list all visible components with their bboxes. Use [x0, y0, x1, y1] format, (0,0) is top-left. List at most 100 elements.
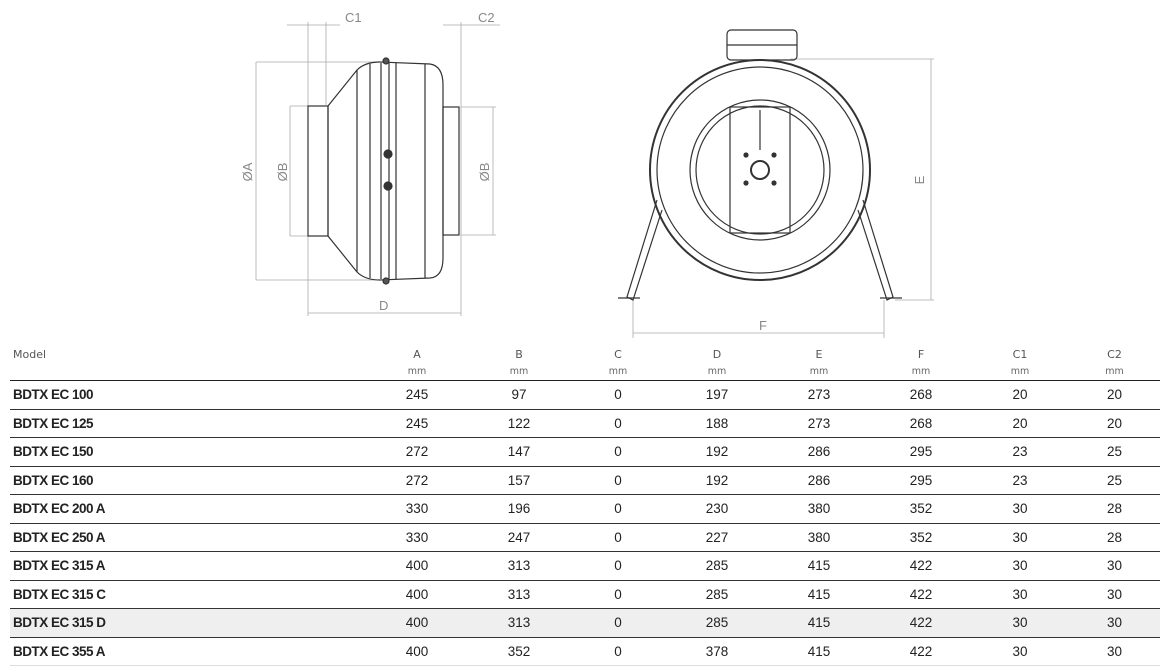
column-header-model: Model	[13, 348, 47, 361]
dim-label-f: F	[759, 318, 767, 333]
cell-b: 313	[469, 608, 569, 638]
cell-e: 286	[767, 437, 871, 467]
cell-c1: 20	[971, 409, 1069, 438]
cell-c: 0	[569, 494, 667, 524]
cell-f: 352	[871, 494, 971, 524]
cell-b: 147	[469, 437, 569, 467]
cell-c: 0	[569, 637, 667, 666]
unit-label	[10, 362, 365, 381]
side-view-drawing	[255, 22, 500, 316]
cell-c2: 25	[1069, 466, 1160, 495]
cell-b: 313	[469, 551, 569, 581]
cell-c1: 30	[971, 551, 1069, 581]
cell-a: 330	[365, 494, 469, 524]
cell-e: 380	[767, 494, 871, 524]
cell-c1: 23	[971, 437, 1069, 467]
cell-f: 295	[871, 437, 971, 467]
cell-c2: 20	[1069, 409, 1160, 438]
model-name: BDTX EC 315 C	[10, 580, 365, 609]
cell-d: 378	[667, 637, 767, 666]
cell-f: 422	[871, 551, 971, 581]
cell-c1: 30	[971, 608, 1069, 638]
cell-a: 245	[365, 380, 469, 410]
cell-a: 330	[365, 523, 469, 552]
cell-f: 422	[871, 608, 971, 638]
unit-label: mm	[871, 362, 971, 381]
unit-label: mm	[469, 362, 569, 381]
cell-c2: 30	[1069, 551, 1160, 581]
cell-d: 192	[667, 466, 767, 495]
cell-c: 0	[569, 409, 667, 438]
cell-c1: 30	[971, 494, 1069, 524]
cell-d: 197	[667, 380, 767, 410]
cell-c: 0	[569, 608, 667, 638]
cell-f: 352	[871, 523, 971, 552]
cell-f: 268	[871, 409, 971, 438]
cell-c1: 30	[971, 637, 1069, 666]
cell-d: 227	[667, 523, 767, 552]
column-header-f: F	[917, 348, 925, 361]
dim-label-e: E	[912, 175, 927, 184]
model-name: BDTX EC 250 A	[10, 523, 365, 552]
cell-f: 295	[871, 466, 971, 495]
cell-b: 157	[469, 466, 569, 495]
cell-b: 97	[469, 380, 569, 410]
model-name: BDTX EC 355 A	[10, 637, 365, 666]
column-header-c2: C2	[1107, 348, 1122, 361]
model-name: BDTX EC 200 A	[10, 494, 365, 524]
column-header-a: A	[413, 348, 421, 361]
column-header-c1: C1	[1012, 348, 1028, 361]
cell-e: 286	[767, 466, 871, 495]
cell-e: 273	[767, 380, 871, 410]
cell-d: 285	[667, 608, 767, 638]
cell-b: 313	[469, 580, 569, 609]
cell-c: 0	[569, 523, 667, 552]
model-name: BDTX EC 315 A	[10, 551, 365, 581]
cell-f: 422	[871, 580, 971, 609]
unit-label: mm	[667, 362, 767, 381]
cell-e: 415	[767, 608, 871, 638]
unit-label: mm	[1069, 362, 1160, 381]
cell-a: 245	[365, 409, 469, 438]
cell-f: 422	[871, 637, 971, 666]
dim-label-c1: C1	[345, 10, 362, 25]
cell-d: 285	[667, 551, 767, 581]
cell-a: 400	[365, 608, 469, 638]
cell-e: 380	[767, 523, 871, 552]
model-name: BDTX EC 125	[10, 409, 365, 438]
cell-c2: 20	[1069, 380, 1160, 410]
column-header-d: D	[712, 348, 722, 361]
model-name: BDTX EC 150	[10, 437, 365, 467]
cell-a: 400	[365, 637, 469, 666]
cell-c2: 28	[1069, 523, 1160, 552]
model-name: BDTX EC 100	[10, 380, 365, 410]
column-header-c: C	[614, 348, 622, 361]
cell-d: 285	[667, 580, 767, 609]
cell-c: 0	[569, 437, 667, 467]
cell-e: 273	[767, 409, 871, 438]
cell-e: 415	[767, 551, 871, 581]
cell-c1: 30	[971, 523, 1069, 552]
unit-label: mm	[569, 362, 667, 381]
fan-dimension-drawings: C1 C2 ØA ØB ØB D E F	[240, 10, 934, 338]
cell-c1: 23	[971, 466, 1069, 495]
unit-label: mm	[767, 362, 871, 381]
column-header-b: B	[515, 348, 523, 361]
cell-a: 400	[365, 551, 469, 581]
cell-f: 268	[871, 380, 971, 410]
cell-d: 188	[667, 409, 767, 438]
cell-c2: 30	[1069, 608, 1160, 638]
dim-label-b-right: ØB	[477, 163, 492, 182]
cell-c1: 30	[971, 580, 1069, 609]
cell-c2: 28	[1069, 494, 1160, 524]
model-name: BDTX EC 160	[10, 466, 365, 495]
